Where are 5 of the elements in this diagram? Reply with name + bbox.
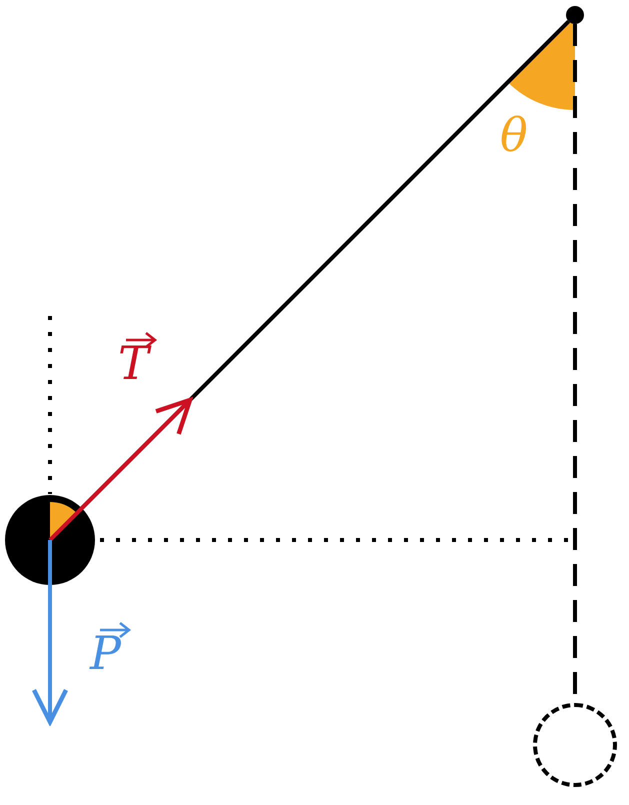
dashed-circle [533,703,617,787]
vector-label: T [118,340,149,386]
pivot-point [566,6,584,24]
angle-label: θ [500,112,528,158]
vector-label: P [90,630,121,676]
